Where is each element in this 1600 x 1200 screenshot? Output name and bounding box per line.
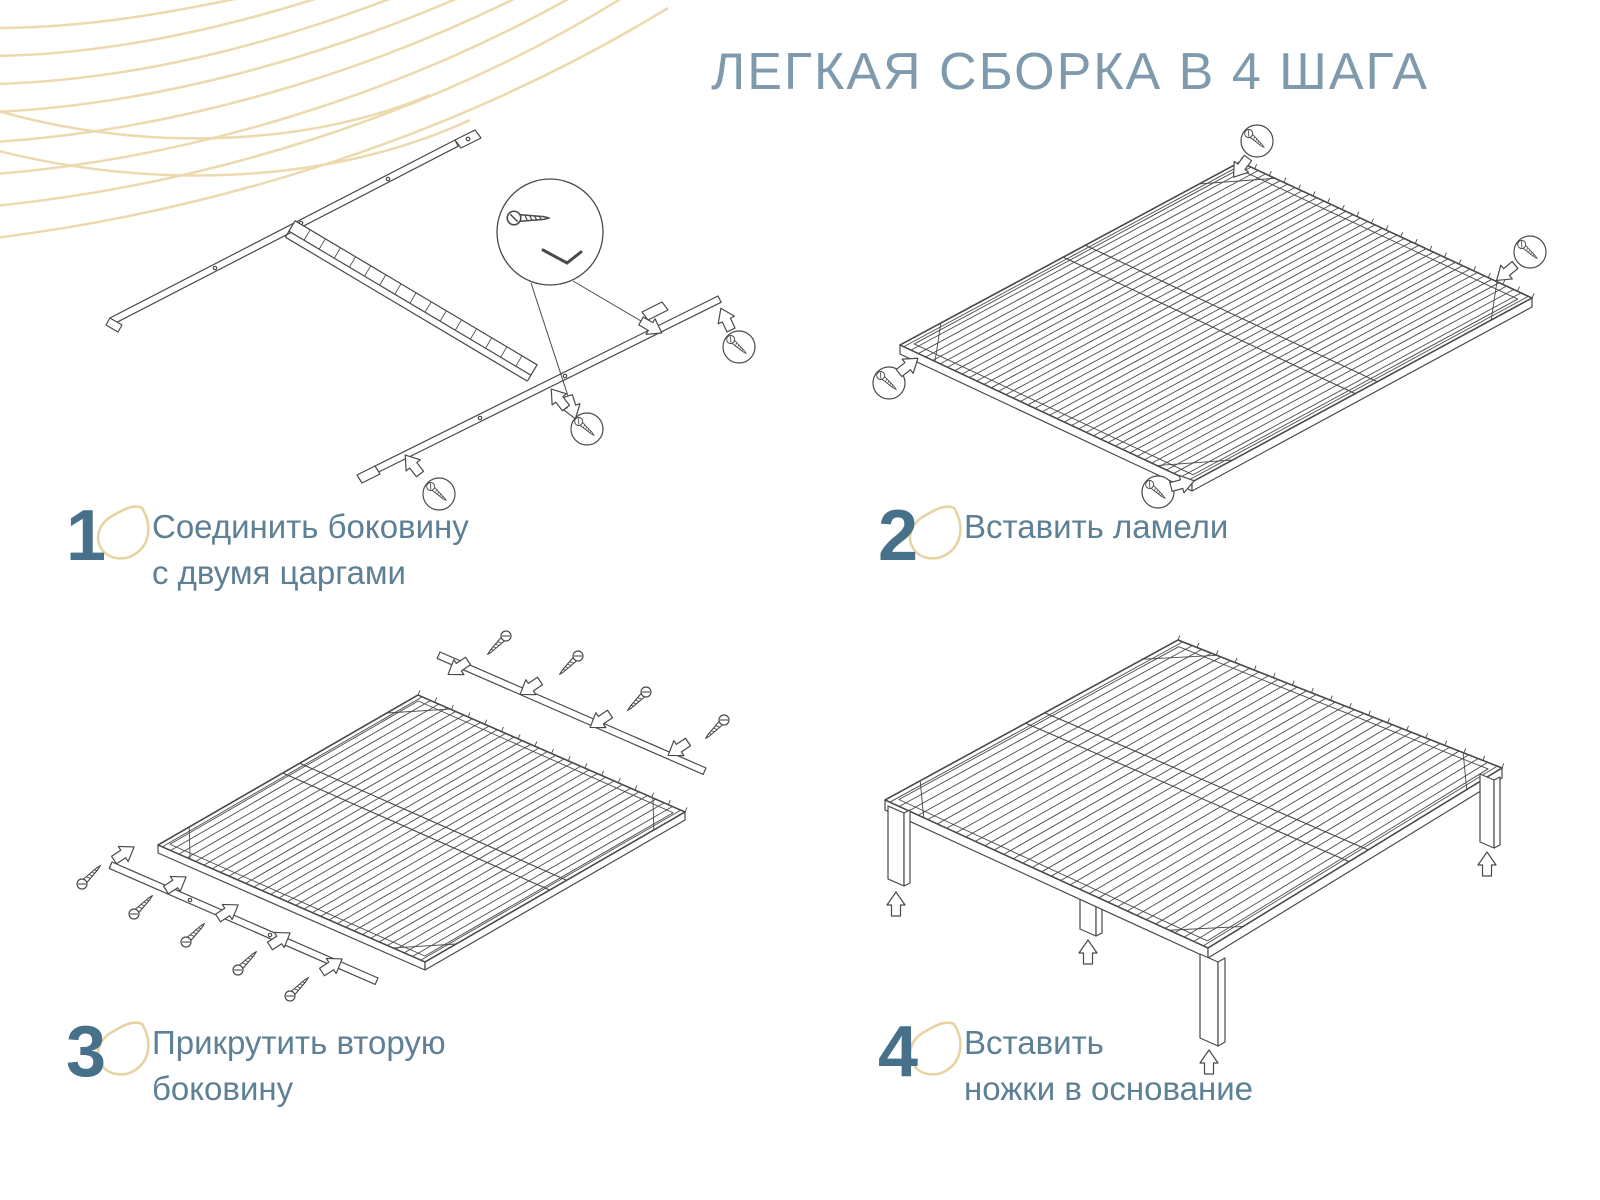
step2-text-line1: Вставить ламели — [964, 508, 1229, 545]
step-3: 3 Прикрутить вторую боковину — [66, 1014, 446, 1112]
step2-number: 2 — [878, 496, 919, 576]
step1-illustration — [105, 129, 790, 520]
bed-leg — [1479, 773, 1495, 849]
step2-text: Вставить ламели — [964, 498, 1228, 582]
circled-screw-icon — [1241, 125, 1273, 157]
circled-screw-icon — [723, 331, 755, 363]
screw-icon — [126, 891, 157, 922]
step4-text: Вставить ножки в основание — [964, 1014, 1253, 1112]
step4-text-line1: Вставить — [964, 1024, 1104, 1061]
screw-icon — [701, 712, 732, 743]
step3-number-badge: 3 — [66, 1012, 150, 1098]
step1-number-badge: 1 — [66, 496, 150, 582]
screw-icon — [74, 861, 105, 892]
arrow-icon — [886, 891, 906, 917]
gold-pick-icon — [908, 1021, 962, 1076]
detached-side-rail-top — [436, 651, 707, 776]
slatted-frame — [899, 157, 1535, 492]
step2-illustration — [860, 115, 1560, 515]
magnifier-detail — [496, 178, 667, 423]
screw-icon — [483, 628, 514, 659]
step3-text-line2: боковину — [152, 1070, 294, 1107]
screw-icon — [623, 684, 654, 715]
center-rail-slot-ticks — [288, 220, 538, 376]
step3-text: Прикрутить вторую боковину — [152, 1014, 446, 1112]
step1-text: Соединить боковину с двумя царгами — [152, 498, 469, 596]
page-title: ЛЕГКАЯ СБОРКА В 4 ШАГА — [711, 43, 1429, 101]
arrow-icon — [1477, 851, 1497, 877]
slatted-frame — [884, 635, 1505, 959]
arrow-icon — [1078, 939, 1098, 965]
gold-pick-icon — [96, 1021, 150, 1076]
step4-number-badge: 4 — [878, 1012, 962, 1098]
step3-text-line1: Прикрутить вторую — [152, 1024, 446, 1061]
step1-text-line2: с двумя царгами — [152, 554, 406, 591]
bed-legs — [887, 773, 1501, 1047]
slatted-frame — [157, 690, 688, 971]
gold-pick-icon — [96, 505, 150, 560]
screw-icon — [555, 648, 586, 679]
gold-pick-icon — [908, 505, 962, 560]
arc-lines — [0, 0, 669, 239]
step4-number: 4 — [878, 1012, 919, 1092]
step4-text-line2: ножки в основание — [964, 1070, 1253, 1107]
circled-screw-icon — [1514, 236, 1546, 268]
screw-icon — [178, 919, 209, 950]
step-2: 2 Вставить ламели — [878, 498, 1228, 582]
allen-key-icon — [541, 248, 583, 265]
bed-leg — [887, 805, 905, 887]
step-4: 4 Вставить ножки в основание — [878, 1014, 1253, 1112]
step3-illustration — [74, 628, 732, 1004]
arrow-icon — [712, 303, 740, 335]
decorative-gold-arcs — [0, 0, 669, 239]
step-1: 1 Соединить боковину с двумя царгами — [66, 498, 469, 596]
step3-number: 3 — [66, 1012, 107, 1092]
step1-text-line1: Соединить боковину — [152, 508, 469, 545]
step1-number: 1 — [66, 496, 107, 576]
step2-number-badge: 2 — [878, 496, 962, 582]
side-rail-a — [105, 129, 482, 333]
screw-icon — [230, 947, 261, 978]
screw-icon — [282, 973, 313, 1004]
step4-illustration — [884, 635, 1505, 1075]
side-rail-b — [356, 295, 722, 484]
circled-screw-icon — [571, 413, 603, 445]
detached-side-rail-bottom — [108, 861, 379, 986]
